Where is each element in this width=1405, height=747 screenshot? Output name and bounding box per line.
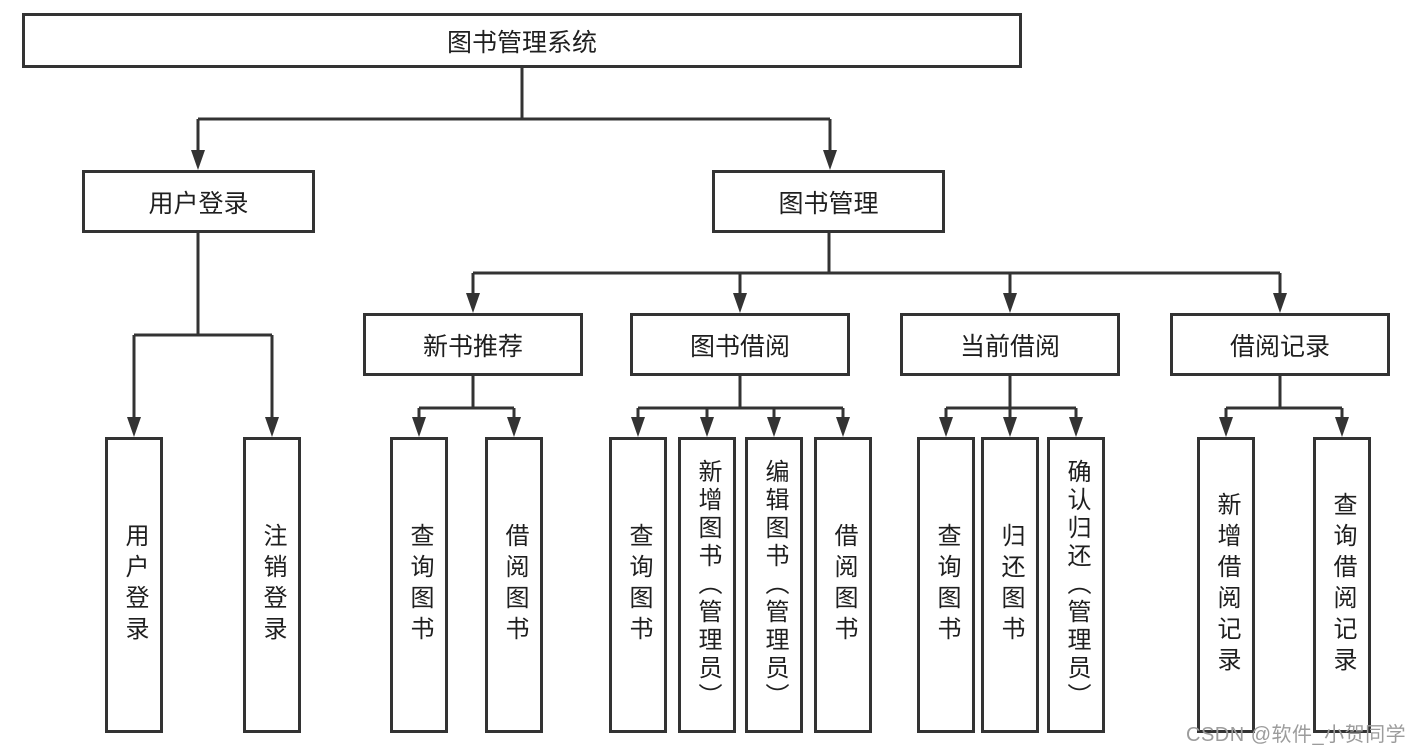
arrow-down-icon — [466, 293, 480, 313]
leaf-query-books-current: 查询图书 — [917, 437, 975, 733]
arrow-down-icon — [1003, 293, 1017, 313]
arrow-down-icon — [733, 293, 747, 313]
leaf-borrow-books-recommend: 借阅图书 — [485, 437, 543, 733]
node-new-book-recommend: 新书推荐 — [363, 313, 583, 376]
node-book-borrow: 图书借阅 — [630, 313, 850, 376]
arrow-down-icon — [191, 150, 205, 170]
node-current-borrow: 当前借阅 — [900, 313, 1120, 376]
node-user-login: 用户登录 — [82, 170, 315, 233]
arrow-down-icon — [939, 417, 953, 437]
leaf-confirm-return-admin: 确认归还（管理员） — [1047, 437, 1105, 733]
connector-book-management-to-level3 — [466, 233, 1287, 313]
leaf-user-login: 用户登录 — [105, 437, 163, 733]
leaf-edit-books-admin: 编辑图书（管理员） — [745, 437, 803, 733]
leaf-query-books-borrow: 查询图书 — [609, 437, 667, 733]
connector-new-book-recommend-to-leaves — [412, 376, 521, 437]
arrow-down-icon — [1335, 417, 1349, 437]
arrow-down-icon — [836, 417, 850, 437]
arrow-down-icon — [1069, 417, 1083, 437]
csdn-watermark: CSDN @软件_小贺同学 — [1186, 724, 1405, 746]
arrow-down-icon — [265, 417, 279, 437]
arrow-down-icon — [1219, 417, 1233, 437]
connector-root-to-level2 — [191, 68, 837, 170]
arrow-down-icon — [1273, 293, 1287, 313]
arrow-down-icon — [767, 417, 781, 437]
leaf-add-borrow-record: 新增借阅记录 — [1197, 437, 1255, 733]
connector-borrow-records-to-leaves — [1219, 376, 1349, 437]
arrow-down-icon — [631, 417, 645, 437]
node-book-management: 图书管理 — [712, 170, 945, 233]
node-borrow-records: 借阅记录 — [1170, 313, 1390, 376]
connector-book-borrow-to-leaves — [631, 376, 850, 437]
leaf-query-borrow-record: 查询借阅记录 — [1313, 437, 1371, 733]
leaf-add-books-admin: 新增图书（管理员） — [678, 437, 736, 733]
leaf-query-books-recommend: 查询图书 — [390, 437, 448, 733]
arrow-down-icon — [700, 417, 714, 437]
arrow-down-icon — [412, 417, 426, 437]
leaf-logout: 注销登录 — [243, 437, 301, 733]
connector-user-login-to-leaves — [127, 233, 279, 437]
connector-current-borrow-to-leaves — [939, 376, 1083, 437]
leaf-return-books: 归还图书 — [981, 437, 1039, 733]
node-root-library-management-system: 图书管理系统 — [22, 13, 1022, 68]
arrow-down-icon — [507, 417, 521, 437]
arrow-down-icon — [823, 150, 837, 170]
arrow-down-icon — [127, 417, 141, 437]
leaf-borrow-books: 借阅图书 — [814, 437, 872, 733]
arrow-down-icon — [1003, 417, 1017, 437]
